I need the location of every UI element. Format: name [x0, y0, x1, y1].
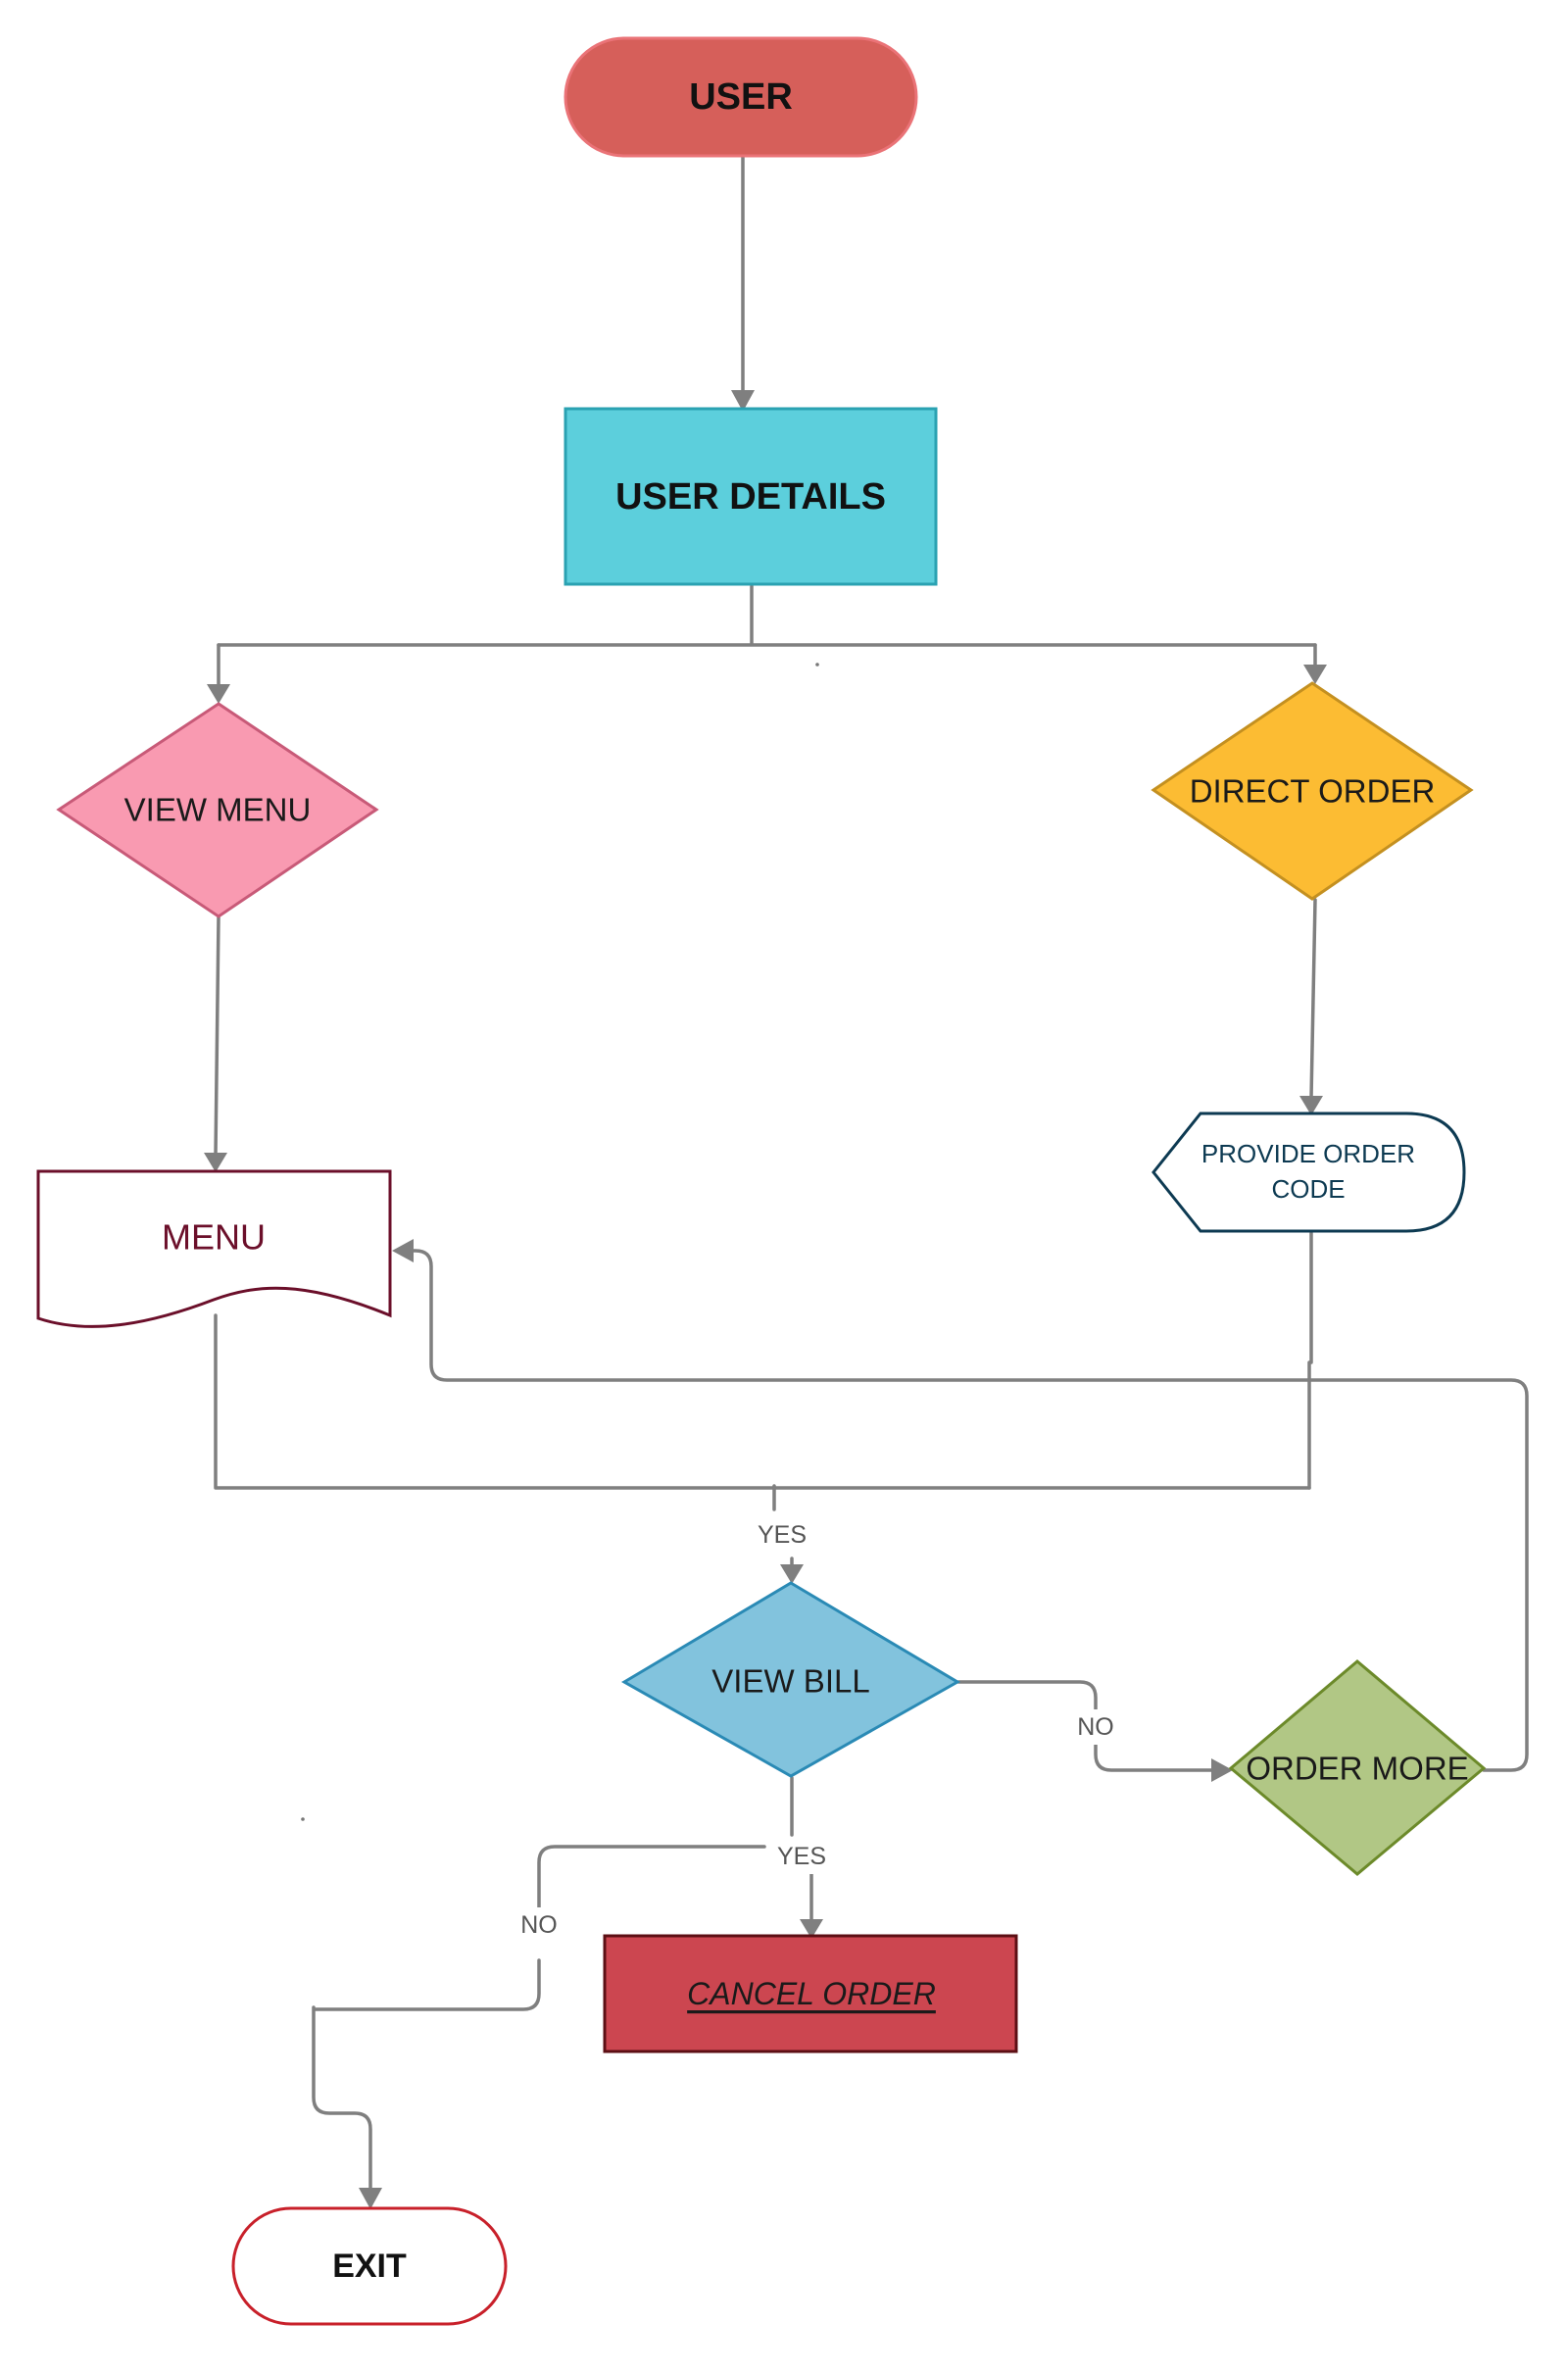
view-bill-label: VIEW BILL [711, 1663, 869, 1700]
arrowhead-order-more [1211, 1758, 1233, 1782]
user-details-process-shape [564, 407, 938, 586]
edge-label-yes-to-cancel-order: YES [777, 1843, 826, 1870]
provide-order-code-display-shape [1152, 1112, 1466, 1233]
edge-label-yes-into-view-bill: YES [758, 1521, 807, 1549]
node-cancel-order[interactable]: CANCEL ORDER [603, 1934, 1018, 2053]
user-label: USER [689, 76, 793, 118]
arrowhead-provide-code [1299, 1096, 1323, 1115]
exit-terminator-shape [231, 2206, 508, 2326]
stray-dot [301, 1817, 305, 1821]
arrowhead-view-bill [780, 1564, 804, 1584]
node-order-more[interactable]: ORDER MORE [1228, 1659, 1487, 1876]
connector-view-menu-to-menu [214, 915, 220, 1157]
arrowhead-menu [204, 1153, 227, 1172]
arrowhead-exit [359, 2188, 382, 2209]
user-terminator-shape [564, 36, 918, 158]
menu-label: MENU [162, 1217, 266, 1258]
direct-order-label: DIRECT ORDER [1190, 773, 1436, 810]
connector-provide-code-to-merge [1307, 1231, 1313, 1490]
exit-label: EXIT [332, 2248, 407, 2285]
arrowhead-view-menu [207, 684, 230, 704]
node-user[interactable]: USER [564, 36, 918, 158]
arrowhead-user-details [731, 390, 755, 412]
connector-direct-order-to-provide-code [1309, 898, 1317, 1100]
order-more-label: ORDER MORE [1246, 1751, 1468, 1787]
node-view-menu[interactable]: VIEW MENU [56, 702, 379, 918]
stray-dot [815, 663, 819, 667]
edge-label-no-to-exit: NO [520, 1911, 558, 1939]
view-menu-decision-shape [56, 702, 379, 918]
node-menu[interactable]: MENU [36, 1169, 392, 1328]
arrowhead-direct-order [1303, 665, 1327, 684]
connector-menu-to-merge [214, 1313, 1311, 1490]
cancel-order-label: CANCEL ORDER [687, 1976, 936, 2011]
connector-details-split [217, 584, 1317, 647]
view-bill-decision-shape [621, 1581, 960, 1778]
arrowhead-menu-loop [392, 1239, 414, 1262]
user-details-label: USER DETAILS [615, 476, 886, 518]
connector-view-bill-to-exit [312, 1845, 766, 2192]
cancel-order-process-shape [603, 1934, 1018, 2053]
node-exit[interactable]: EXIT [231, 2206, 508, 2326]
connectors [204, 155, 1529, 2209]
node-direct-order[interactable]: DIRECT ORDER [1151, 681, 1474, 901]
menu-document-shape [36, 1169, 392, 1328]
view-menu-label: VIEW MENU [124, 792, 312, 828]
edge-label-no-to-order-more: NO [1077, 1713, 1114, 1741]
provide-order-code-label-line2: CODE [1271, 1174, 1345, 1204]
node-user-details[interactable]: USER DETAILS [564, 407, 938, 586]
provide-order-code-label-line1: PROVIDE ORDER [1201, 1139, 1415, 1168]
arrowhead-cancel-order [800, 1919, 823, 1939]
edge-labels: YES NO YES NO [512, 1517, 1121, 1943]
node-provide-order-code[interactable]: PROVIDE ORDER CODE [1152, 1112, 1466, 1233]
node-view-bill[interactable]: VIEW BILL [621, 1581, 960, 1778]
order-more-decision-shape [1228, 1659, 1487, 1876]
connector-order-more-loop-to-menu [412, 1249, 1529, 1772]
direct-order-decision-shape [1151, 681, 1474, 901]
